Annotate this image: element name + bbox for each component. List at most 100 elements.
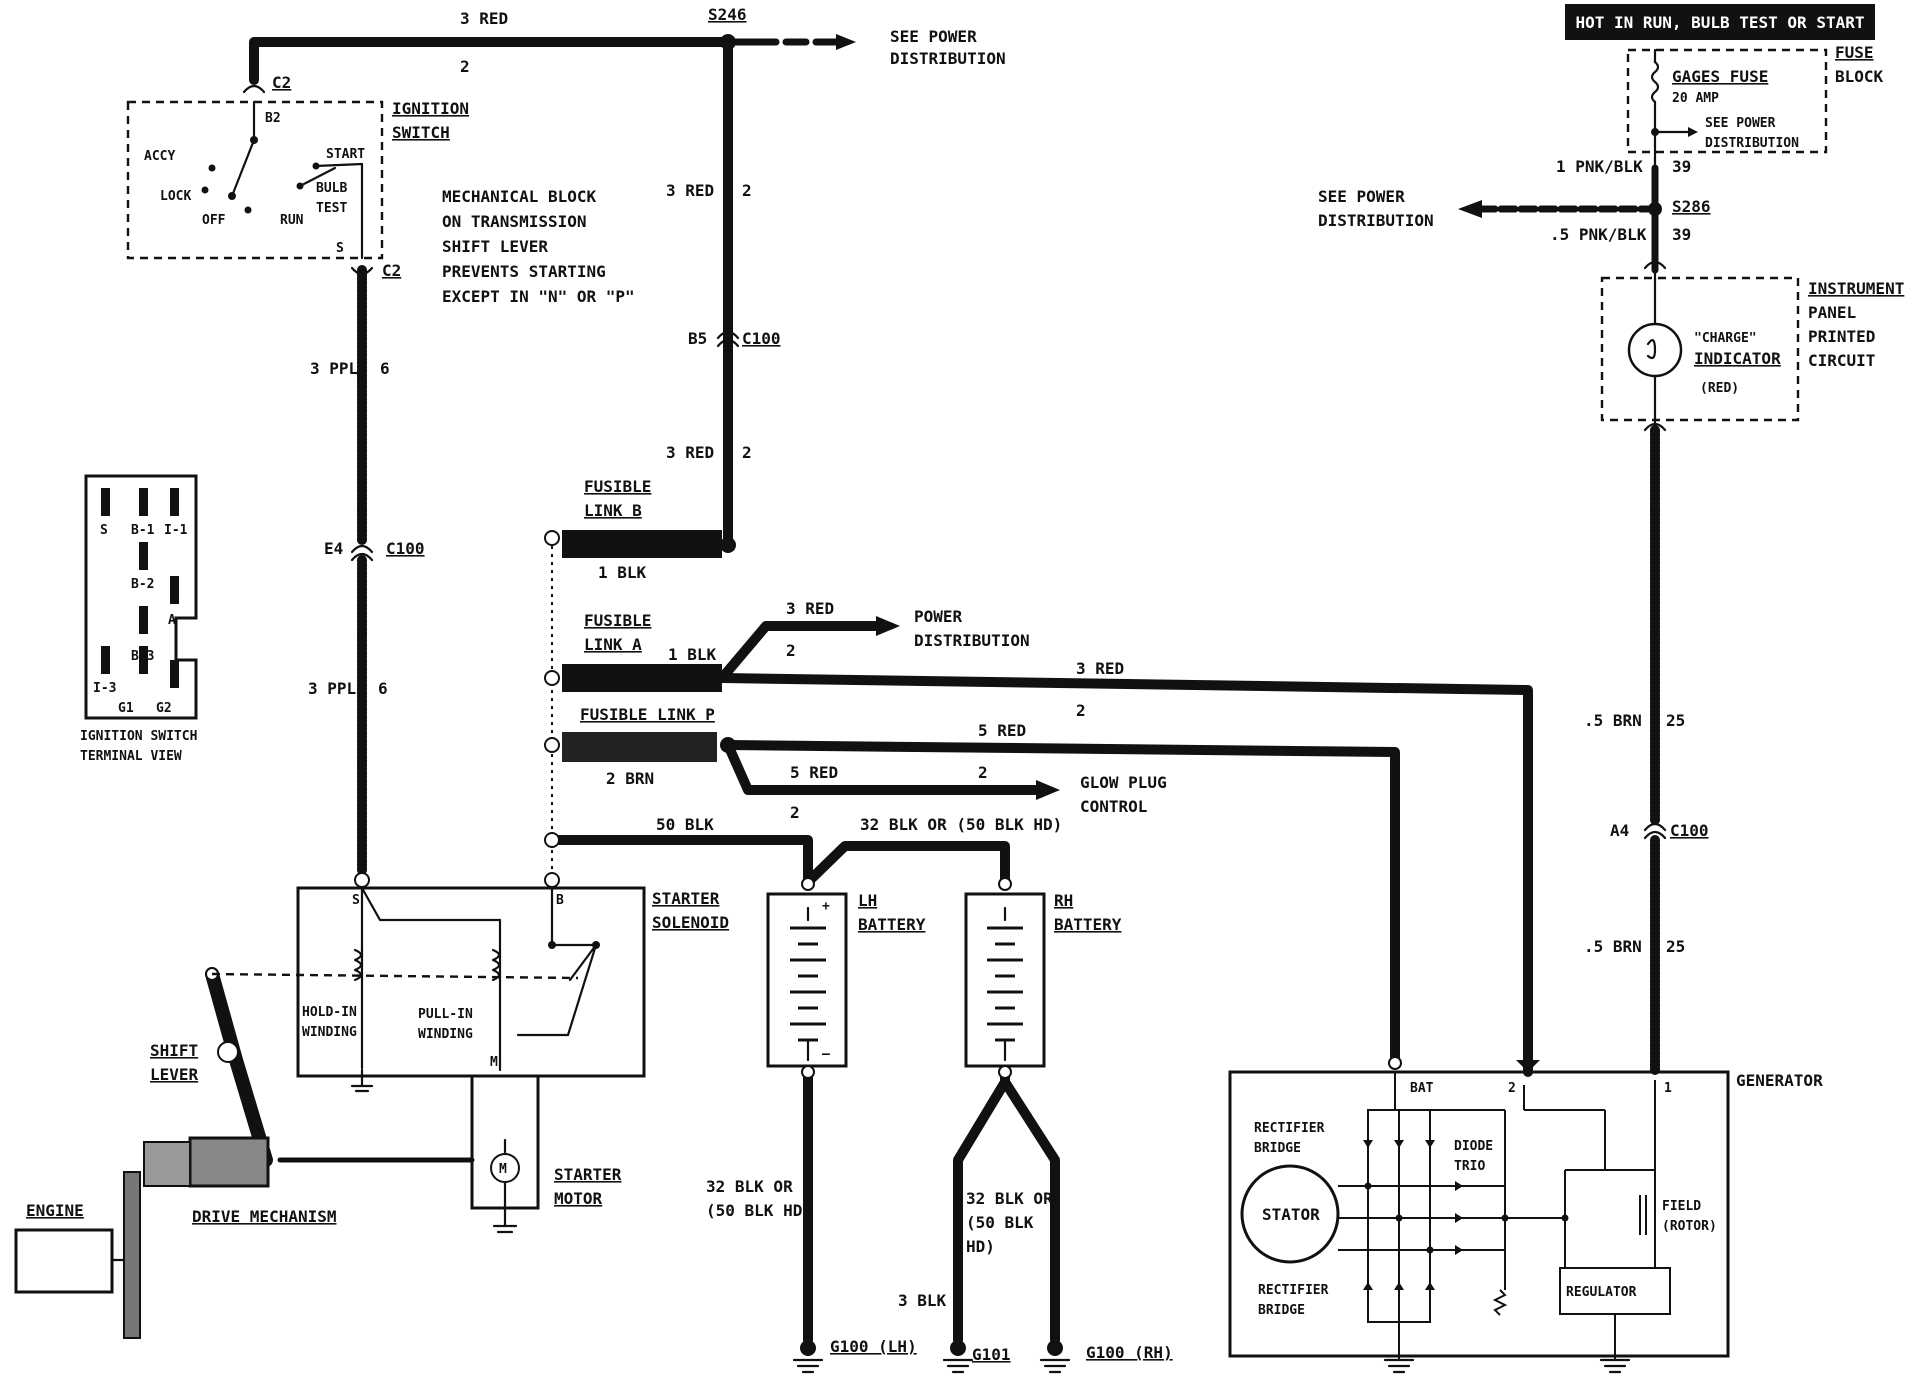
field-2: (ROTOR) [1662, 1219, 1717, 1234]
fuse-see-power: SEE POWER [1705, 116, 1776, 131]
hold-in-1: HOLD-IN [302, 1005, 357, 1020]
stator-label: STATOR [1262, 1205, 1320, 1224]
fuse-rating: 20 AMP [1672, 91, 1719, 106]
mech-note-3: SHIFT LEVER [442, 237, 548, 256]
ign-title-1: IGNITION [392, 99, 469, 118]
lbl-red-5-glow-circuit-b: 2 [790, 803, 800, 822]
fuse-block-title-2: BLOCK [1835, 67, 1884, 86]
sol-m: M [490, 1055, 498, 1070]
ground-g101: G101 [972, 1345, 1011, 1364]
regulator-label: REGULATOR [1566, 1285, 1637, 1300]
lbl-pnk-blk-1-circuit: 39 [1672, 157, 1691, 176]
tv-caption-1: IGNITION SWITCH [80, 729, 197, 744]
ign-s-term: S [336, 241, 344, 256]
rect-bot-1: RECTIFIER [1258, 1283, 1329, 1298]
lbl-top-red: 3 RED [460, 9, 508, 28]
tv-a: A [168, 613, 176, 628]
rh-battery: RH BATTERY [964, 877, 1122, 1079]
engine-label: ENGINE [26, 1201, 84, 1220]
ground-g100-rh: G100 (RH) [1086, 1343, 1173, 1362]
engine: ENGINE [14, 1141, 191, 1339]
mech-note-5: EXCEPT IN "N" OR "P" [442, 287, 635, 306]
field-1: FIELD [1662, 1199, 1701, 1214]
motor-m: M [499, 1162, 507, 1177]
lbl-red-gen-circuit: 2 [1076, 701, 1086, 720]
lbl-brn-lower: .5 BRN [1584, 937, 1642, 956]
lbl-red-upper-circuit: 2 [742, 181, 752, 200]
gen-t2: 2 [1508, 1081, 1516, 1096]
banner-text: HOT IN RUN, BULB TEST OR START [1576, 13, 1865, 32]
sol-s: S [352, 893, 360, 908]
lbl-ppl-upper-circuit: 6 [380, 359, 390, 378]
lh-title-2: BATTERY [858, 915, 926, 934]
rect-top-1: RECTIFIER [1254, 1121, 1325, 1136]
lh-plus: + [822, 899, 830, 914]
motor-title-1: STARTER [554, 1165, 622, 1184]
lbl-fl-b-2: LINK B [584, 501, 642, 520]
mech-note-1: MECHANICAL BLOCK [442, 187, 596, 206]
mech-note-2: ON TRANSMISSION [442, 212, 587, 231]
lh-title-1: LH [858, 891, 877, 910]
lbl-blk-50: 50 BLK [656, 815, 714, 834]
lbl-blk-32-lh-1: 32 BLK OR [706, 1177, 793, 1196]
lbl-blk-32-lh-2: (50 BLK HD) [706, 1201, 812, 1220]
diode-trio-1: DIODE [1454, 1139, 1493, 1154]
shift-lever: SHIFT LEVER DRIVE MECHANISM [150, 967, 579, 1226]
lbl-brn-upper: .5 BRN [1584, 711, 1642, 730]
lbl-glow-1: GLOW PLUG [1080, 773, 1167, 792]
diode-trio-2: TRIO [1454, 1159, 1485, 1174]
lbl-power-dist-2: DISTRIBUTION [914, 631, 1030, 650]
gen-bat: BAT [1410, 1081, 1434, 1096]
indicator-label-2: INDICATOR [1694, 349, 1781, 368]
ign-c2-top: C2 [272, 73, 291, 92]
wire-pnk-blk [1458, 164, 1662, 274]
wire-top-red [249, 34, 856, 550]
hot-banner: HOT IN RUN, BULB TEST OR START [1565, 4, 1875, 40]
ip-title-3: PRINTED [1808, 327, 1875, 346]
lbl-red-gen: 3 RED [1076, 659, 1124, 678]
instrument-panel: "CHARGE" INDICATOR (RED) INSTRUMENT PANE… [1600, 268, 1904, 432]
ground-g100-lh: G100 (LH) [830, 1337, 917, 1356]
wire-fusible-b [562, 530, 736, 558]
rh-title-1: RH [1054, 891, 1073, 910]
tv-s: S [100, 523, 108, 538]
lbl-power-dist-1: POWER [914, 607, 963, 626]
lbl-fl-b-1: FUSIBLE [584, 477, 651, 496]
tv-b2: B-2 [131, 577, 154, 592]
lbl-red-power: 3 RED [786, 599, 834, 618]
fuse-block-title-1: FUSE [1835, 43, 1874, 62]
wire-labels: 3 RED 2 S246 SEE POWER DISTRIBUTION 3 RE… [308, 5, 1711, 1310]
lbl-see-power-left-2: DISTRIBUTION [1318, 211, 1434, 230]
lbl-see-power-2: DISTRIBUTION [890, 49, 1006, 68]
tv-caption-2: TERMINAL VIEW [80, 749, 182, 764]
lbl-c100-b5: C100 [742, 329, 781, 348]
mechanical-note: MECHANICAL BLOCK ON TRANSMISSION SHIFT L… [442, 187, 635, 306]
indicator-label-1: "CHARGE" [1694, 331, 1757, 346]
lbl-fl-a-1: FUSIBLE [584, 611, 651, 630]
lbl-red-lower: 3 RED [666, 443, 714, 462]
indicator-label-3: (RED) [1700, 381, 1739, 396]
ign-bulb-1: BULB [316, 181, 347, 196]
rect-top-2: BRIDGE [1254, 1141, 1301, 1156]
generator: STATOR [1228, 1070, 1823, 1374]
motor-title-2: MOTOR [554, 1189, 603, 1208]
hold-in-2: WINDING [302, 1025, 357, 1040]
grounds: G100 (LH) G101 G100 (RH) [792, 1337, 1173, 1374]
lbl-pnk-blk-1: 1 PNK/BLK [1556, 157, 1643, 176]
lbl-fl-p: FUSIBLE LINK P [580, 705, 715, 724]
lbl-red-5-glow-circuit: 2 [978, 763, 988, 782]
lbl-fl-b-blk: 1 BLK [598, 563, 647, 582]
lbl-see-power-1: SEE POWER [890, 27, 977, 46]
lbl-brn-2: 2 BRN [606, 769, 654, 788]
lbl-red-power-circuit: 2 [786, 641, 796, 660]
lbl-e4: E4 [324, 539, 343, 558]
lbl-blk-32-rh-2: (50 BLK [966, 1213, 1034, 1232]
lbl-see-power-left-1: SEE POWER [1318, 187, 1405, 206]
lbl-a4: A4 [1610, 821, 1629, 840]
lbl-red-upper: 3 RED [666, 181, 714, 200]
ip-title-4: CIRCUIT [1808, 351, 1875, 370]
lbl-brn-lower-circuit: 25 [1666, 937, 1685, 956]
lbl-red-lower-circuit: 2 [742, 443, 752, 462]
tv-i1: I-1 [164, 523, 188, 538]
